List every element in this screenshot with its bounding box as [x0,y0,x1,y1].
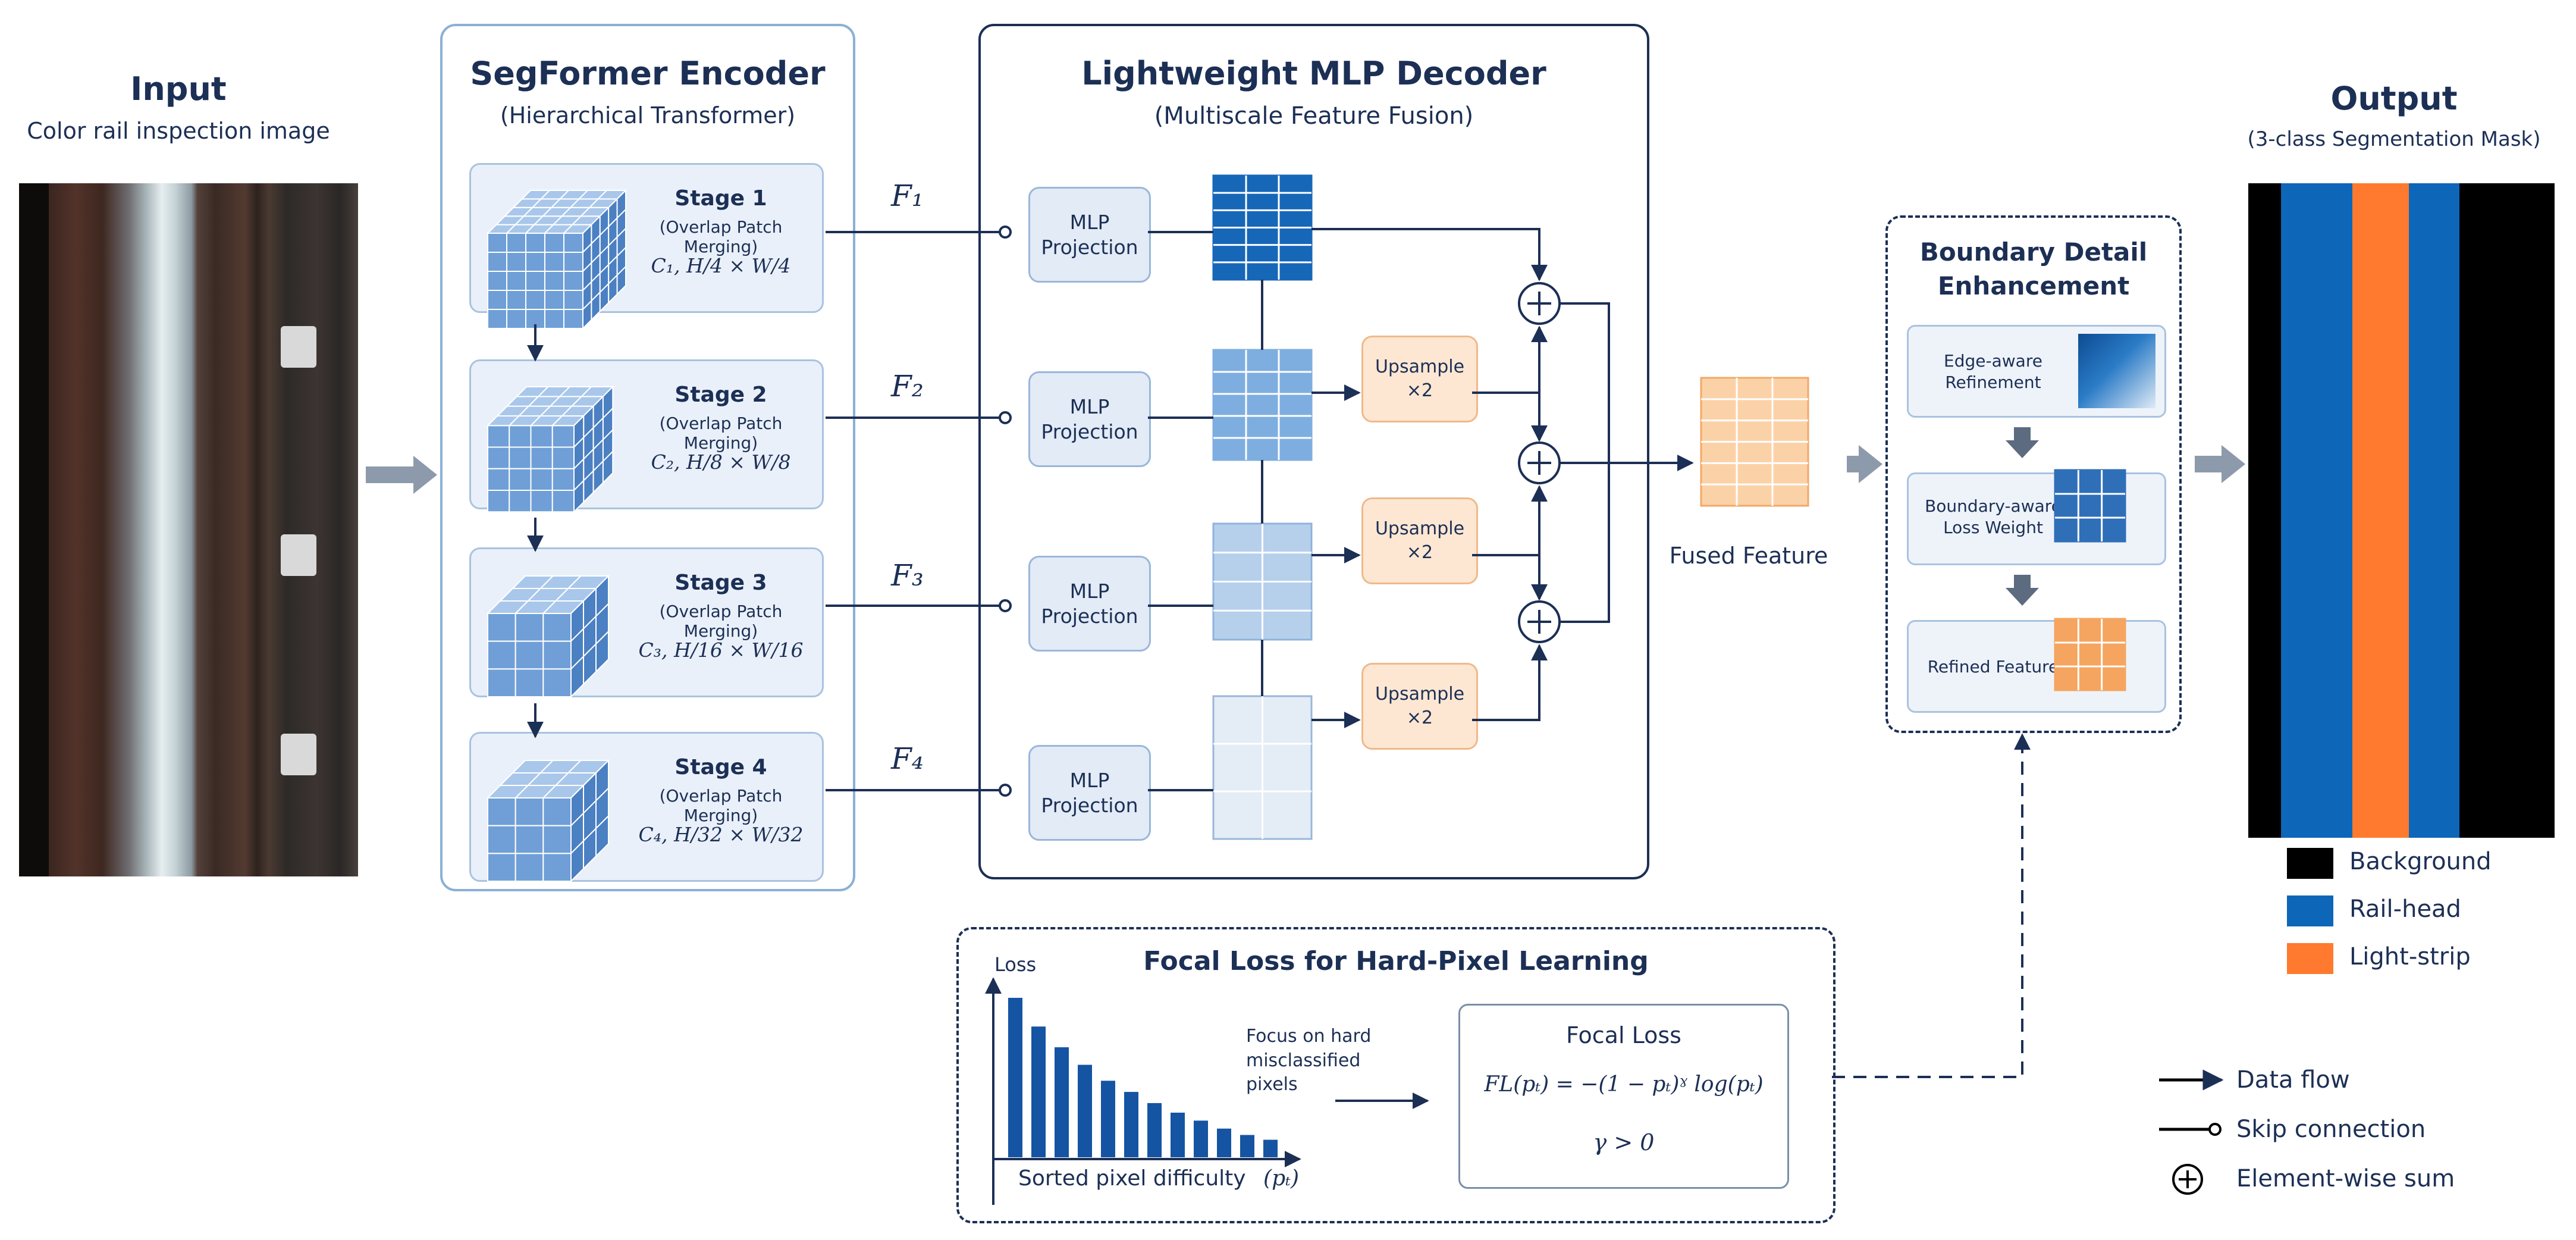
focal-to-boundary-link [1832,733,2031,1078]
mlp-projection-2: MLP Projection [1028,371,1151,467]
stage-4-desc: (Overlap Patch Merging) [659,786,783,825]
element-wise-sum-icon [2172,1164,2203,1195]
edge-aware-refinement: Edge-aware Refinement [1907,325,2166,418]
legend-skip-connection-label: Skip connection [2236,1116,2426,1143]
stage-2-dim: C₂, H/8 × W/8 [651,450,791,474]
focus-note: Focus on hard misclassified pixels [1246,1026,1372,1095]
decoder-title: Lightweight MLP Decoder [1081,55,1546,92]
legend-data-flow-label: Data flow [2236,1066,2350,1094]
refined-feature: Refined Feature [1907,620,2166,713]
boundary-loss-label: Boundary-aware Loss Weight [1925,496,2062,538]
segmentation-mask [2248,183,2555,838]
stage-2: Stage 2 (Overlap Patch Merging) C₂, H/8 … [469,359,824,509]
feature-label-f2: F₂ [891,369,924,403]
class-swatch-rail-head [2287,895,2333,926]
upsample-block-2: Upsample ×2 [1361,336,1478,422]
feature-label-f1: F₁ [891,179,924,213]
feature-label-f3: F₃ [891,558,924,593]
input-image [19,183,358,876]
input-to-encoder-arrow [366,456,437,494]
fused-feature-label: Fused Feature [1669,543,1828,569]
decoder-subtitle: (Multiscale Feature Fusion) [1154,102,1474,130]
focal-loss-panel: Focal Loss for Hard-Pixel Learning Loss … [956,927,1835,1223]
output-title: Output [2330,80,2458,117]
stage-3-title: Stage 3 [674,571,767,595]
edge-aware-label: Edge-aware Refinement [1944,351,2042,393]
mlp-projection-3: MLP Projection [1028,556,1151,652]
class-label-light-strip: Light-strip [2349,943,2471,970]
encoder-subtitle: (Hierarchical Transformer) [500,102,796,129]
focal-formula-box: Focal Loss FL(pₜ) = −(1 − pₜ)ˠ log(pₜ) γ… [1458,1004,1789,1189]
stage-3-desc: (Overlap Patch Merging) [659,602,783,641]
edge-map-icon [2078,334,2155,408]
stage-3-dim: C₃, H/16 × W/16 [638,638,804,662]
stage-3: Stage 3 (Overlap Patch Merging) C₃, H/16… [469,547,824,697]
boundary-title: Boundary Detail Enhancement [1919,237,2148,300]
stage-1-title: Stage 1 [674,186,767,211]
skip-connection-dot-icon [2208,1123,2222,1136]
rail-fastener [281,534,316,576]
class-swatch-background [2287,848,2333,879]
boundary-aware-loss-weight: Boundary-aware Loss Weight [1907,472,2166,565]
stage-1-dim: C₁, H/4 × W/4 [651,254,791,277]
output-subtitle: (3-class Segmentation Mask) [2247,127,2541,151]
fused-feature-map [1700,377,1809,507]
class-swatch-light-strip [2287,943,2333,974]
encoder-title: SegFormer Encoder [470,55,826,92]
refined-feature-label: Refined Feature [1927,657,2059,677]
upsample-block-4: Upsample ×2 [1361,663,1478,750]
upsample-block-3: Upsample ×2 [1361,497,1478,584]
focal-formula: FL(pₜ) = −(1 − pₜ)ˠ log(pₜ) [1484,1072,1764,1097]
rail-fastener [281,734,316,775]
stage-2-title: Stage 2 [674,383,767,407]
decoder-panel: Lightweight MLP Decoder (Multiscale Feat… [978,24,1649,879]
boundary-panel: Boundary Detail Enhancement Edge-aware R… [1885,215,2182,733]
difficulty-axis-symbol: (pₜ) [1263,1166,1300,1191]
focal-title: Focal Loss for Hard-Pixel Learning [1143,946,1649,976]
focal-box-title: Focal Loss [1566,1022,1681,1048]
class-label-rail-head: Rail-head [2349,895,2461,923]
stage-4: Stage 4 (Overlap Patch Merging) C₄, H/32… [469,732,824,882]
input-title: Input [130,70,227,108]
mlp-projection-4: MLP Projection [1028,745,1151,841]
difficulty-axis-text: Sorted pixel difficulty [1018,1166,1246,1191]
stage-4-title: Stage 4 [674,755,767,779]
difficulty-axis-label: Sorted pixel difficulty (pₜ) [1018,1166,1299,1191]
mask-light-strip [2352,183,2409,838]
input-subtitle: Color rail inspection image [27,118,330,144]
loss-axis-label: Loss [994,953,1037,976]
focal-condition: γ > 0 [1593,1129,1655,1156]
stage-1: Stage 1 (Overlap Patch Merging) C₁, H/4 … [469,163,824,313]
fused-to-boundary-arrow [1847,445,1882,483]
feature-label-f4: F₄ [891,741,924,776]
stage-2-desc: (Overlap Patch Merging) [659,414,783,453]
class-label-background: Background [2349,848,2492,875]
legend-element-wise-sum-label: Element-wise sum [2236,1165,2455,1192]
stage-4-dim: C₄, H/32 × W/32 [638,823,804,846]
boundary-to-output-arrow [2195,445,2245,483]
mlp-projection-1: MLP Projection [1028,187,1151,283]
encoder-panel: SegFormer Encoder (Hierarchical Transfor… [440,24,855,891]
stage-1-desc: (Overlap Patch Merging) [659,217,783,256]
rail-fastener [281,326,316,368]
